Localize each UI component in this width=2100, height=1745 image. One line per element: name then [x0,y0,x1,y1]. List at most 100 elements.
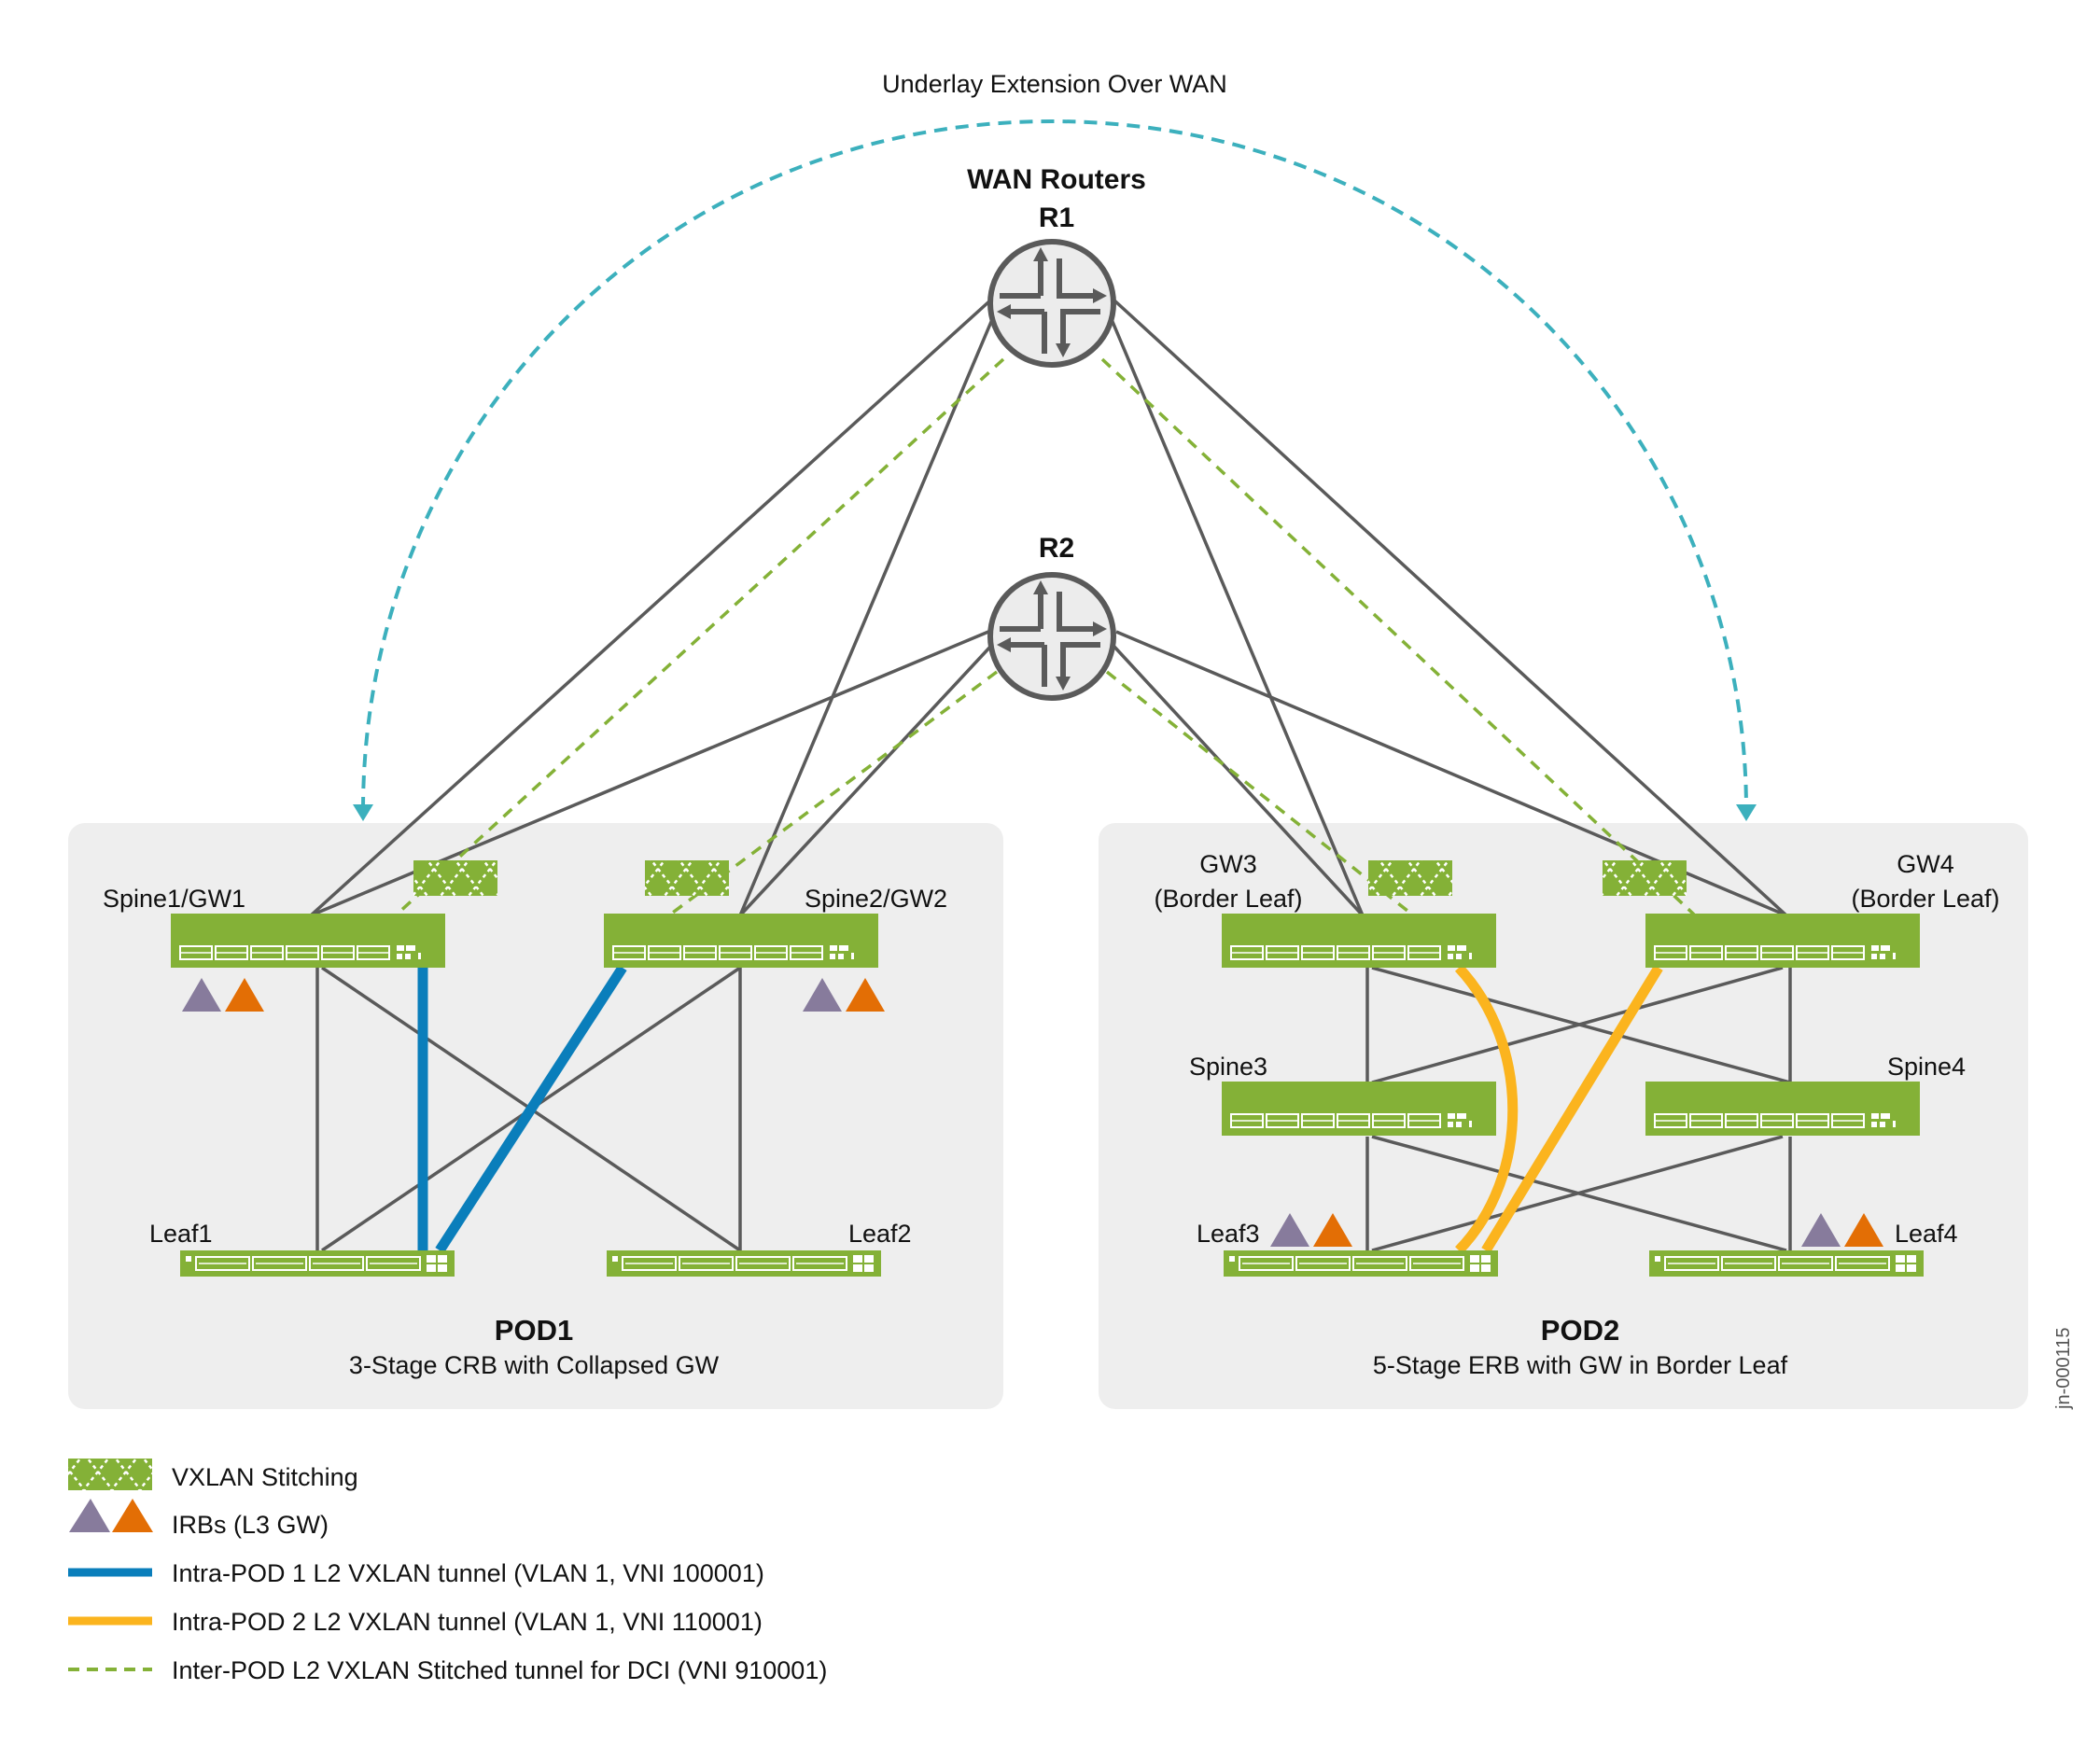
irb-purple-triangle-icon [803,978,842,1012]
irb-orange-triangle-icon [225,978,264,1012]
port-icon [1409,1256,1464,1271]
port-block [438,1264,447,1272]
port-icon [252,1256,307,1271]
switch-leaf3[interactable] [1224,1250,1498,1277]
legend-label: IRBs (L3 GW) [172,1511,329,1539]
router-r2-label: R2 [1039,533,1074,564]
switch-leaf4[interactable] [1649,1250,1924,1277]
port-block [1469,953,1472,959]
port-block [397,954,402,959]
port-block [1457,1113,1466,1119]
pod2-subtitle: 5-Stage ERB with GW in Border Leaf [1373,1351,1788,1379]
irb-purple-triangle-icon [1270,1213,1309,1247]
port-block [1448,1113,1455,1119]
port-block [427,1264,436,1272]
gw4-label: GW4 [1897,850,1954,878]
switches [171,914,1924,1277]
leaf3-label: Leaf3 [1197,1220,1260,1248]
port-icon [1295,1256,1351,1271]
port-block [1896,1255,1905,1263]
port-icon [679,1256,734,1271]
port-icon [1721,1256,1776,1271]
router-r2[interactable] [987,572,1116,701]
vxlan-stitching-icon-gw3 [1368,860,1452,896]
port-block [1881,945,1890,951]
led-icon [1229,1256,1235,1262]
legend-item-vxlan-stitching: VXLAN Stitching [68,1459,358,1491]
irb-spine2 [803,978,885,1012]
led-icon [186,1256,191,1262]
port-block [1880,1122,1885,1127]
switch-spine4[interactable] [1645,1082,1920,1136]
switch-leaf2[interactable] [607,1250,881,1277]
gw3-label: GW3 [1199,850,1257,878]
port-block [864,1255,874,1263]
vxlan-stitching-icon [68,1459,152,1490]
port-block [406,945,415,951]
switch-spine3[interactable] [1222,1082,1496,1136]
wan-routers-title: WAN Routers [967,164,1146,195]
port-block [1470,1264,1479,1272]
port-block [1470,1255,1479,1263]
switch-gw4[interactable] [1645,914,1920,968]
router-icon [987,572,1116,701]
link-r1-spine1 [309,299,992,917]
irb-spine1 [182,978,264,1012]
legend-item-stitched-tunnel: Inter-POD L2 VXLAN Stitched tunnel for D… [68,1656,827,1684]
pod2-tunnel-gw3-leaf3 [1454,964,1519,1254]
port-block [1893,1121,1896,1127]
switch-leaf1[interactable] [180,1250,455,1277]
pod2-tunnels [1454,964,1663,1254]
port-block [1456,1122,1462,1127]
port-block [839,945,848,951]
port-block [853,1255,862,1263]
port-icon [1664,1256,1719,1271]
switch-spine2[interactable] [604,914,878,968]
legend-label: Intra-POD 1 L2 VXLAN tunnel (VLAN 1, VNI… [172,1559,764,1587]
irb-leaf4 [1801,1213,1883,1247]
leaf2-label: Leaf2 [848,1220,912,1248]
port-block [1448,1122,1453,1127]
irb-purple-triangle-icon [69,1499,110,1532]
link-r1-spine2 [738,316,995,916]
vxlan-stitching-icon-spine2 [645,860,729,896]
leaf4-label: Leaf4 [1895,1220,1958,1248]
port-block [1871,945,1879,951]
pod1-tunnels [417,965,627,1253]
spine2-label: Spine2/GW2 [805,885,947,913]
gw4-sublabel: (Border Leaf) [1851,885,1999,913]
irb-orange-triangle-icon [846,978,885,1012]
irb-leaf3 [1270,1213,1352,1247]
port-block [427,1255,436,1263]
port-block [1481,1264,1491,1272]
legend-item-pod1-tunnel: Intra-POD 1 L2 VXLAN tunnel (VLAN 1, VNI… [68,1559,764,1587]
port-icon [195,1256,250,1271]
irb-orange-triangle-icon [1844,1213,1883,1247]
switch-gw3[interactable] [1222,914,1496,968]
gw3-sublabel: (Border Leaf) [1154,885,1302,913]
pod1-subtitle: 3-Stage CRB with Collapsed GW [349,1351,720,1379]
irb-purple-triangle-icon [182,978,221,1012]
port-icon [1239,1256,1294,1271]
link-r1-gw3 [1109,316,1365,916]
port-block [1456,954,1462,959]
leaf1-label: Leaf1 [149,1220,213,1248]
port-icon [1352,1256,1407,1271]
router-r1[interactable] [987,239,1116,368]
irb-orange-triangle-icon [1313,1213,1352,1247]
wan-extension-label: Underlay Extension Over WAN [882,70,1227,98]
legend-label: Intra-POD 2 L2 VXLAN tunnel (VLAN 1, VNI… [172,1608,763,1636]
port-block [1881,1113,1890,1119]
wan-arc-arrowhead-left [353,804,373,821]
router-arrowheads-icon [997,580,1107,691]
spine1-label: Spine1/GW1 [103,885,245,913]
port-block [1907,1255,1916,1263]
legend-label: VXLAN Stitching [172,1463,358,1491]
port-block [1893,953,1896,959]
wan-extension-arc [361,119,1748,811]
switch-spine1[interactable] [171,914,445,968]
irbs [182,978,1883,1247]
port-icon [1778,1256,1833,1271]
link-r1-gw4 [1113,299,1788,917]
